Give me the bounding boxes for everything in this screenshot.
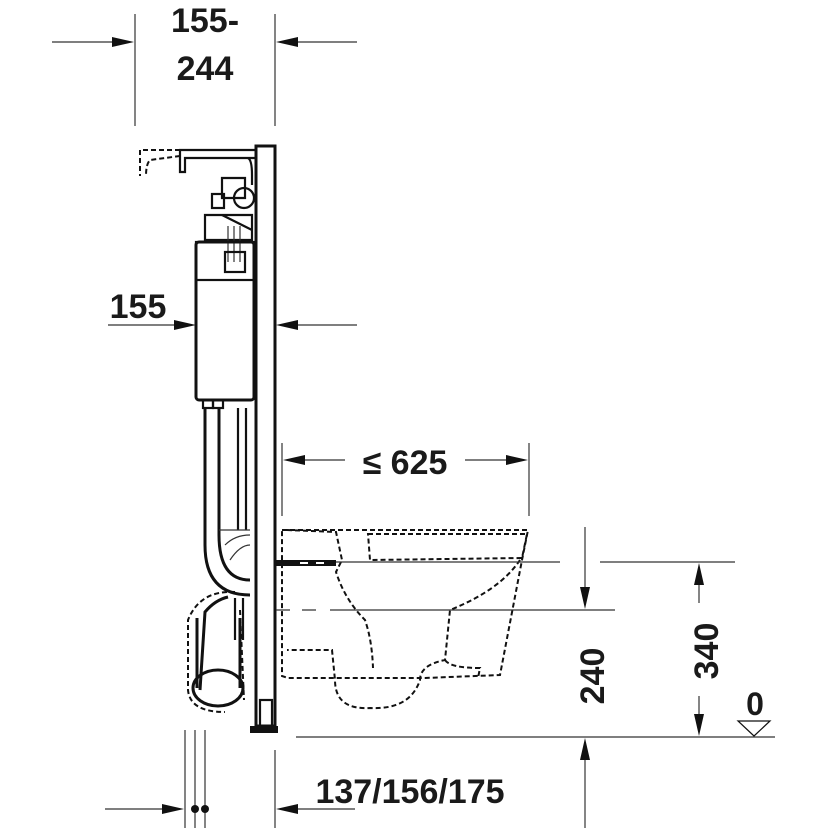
installation-frame	[139, 144, 278, 733]
dim-label-155-244-line1: 155-	[171, 2, 239, 40]
dimension-outlet-height: 240	[574, 527, 612, 828]
floor-level-marker: 0	[736, 686, 772, 737]
dimension-cistern-depth: 155	[108, 288, 357, 330]
dimension-frame-depth-top: 155- 244	[52, 2, 357, 126]
level-triangle-icon	[736, 720, 772, 737]
dim-label-340: 340	[688, 623, 726, 680]
dim-label-155-244-line2: 244	[177, 50, 234, 88]
dimension-frame-offset-bottom: 137/156/175	[105, 730, 505, 828]
reference-lines	[276, 561, 775, 738]
dimension-seat-offset: 340	[688, 563, 726, 736]
dim-label-137-156-175: 137/156/175	[315, 773, 504, 811]
dim-label-240: 240	[574, 648, 612, 705]
dim-label-0: 0	[746, 686, 764, 722]
dim-label-155: 155	[110, 288, 167, 326]
wc-bowl-outline	[276, 529, 530, 710]
dimension-bowl-projection: ≤ 625	[281, 443, 530, 516]
dim-label-625: ≤ 625	[363, 444, 448, 482]
